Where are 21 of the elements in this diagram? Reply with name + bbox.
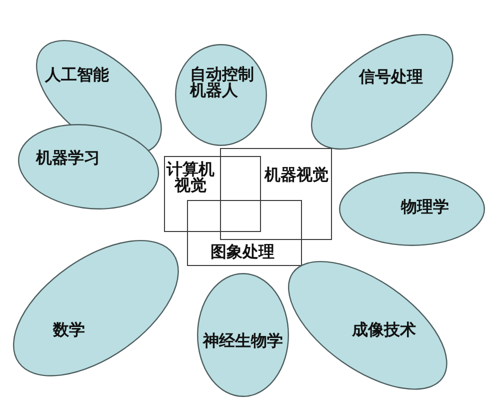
node-label: 信号处理 <box>358 68 423 85</box>
concept-rectangle <box>187 200 302 266</box>
concept-rectangle <box>220 148 332 240</box>
topic-ellipse <box>310 34 454 150</box>
topic-ellipse <box>288 260 448 390</box>
node-label: 机器学习 <box>36 150 100 166</box>
topic-ellipse <box>339 172 485 246</box>
topic-ellipse <box>175 44 267 146</box>
topic-ellipse <box>18 124 160 210</box>
concept-rectangle <box>164 156 261 232</box>
node-label: 机器视觉 <box>264 166 329 183</box>
node-label: 神经生物学 <box>203 333 283 349</box>
node-label: 图象处理 <box>210 244 275 260</box>
topic-ellipse <box>197 273 289 397</box>
node-label: 成像技术 <box>352 322 416 338</box>
node-label: 物理学 <box>401 199 449 215</box>
node-label: 计算机视觉 <box>166 161 215 194</box>
node-label: 人工智能 <box>44 66 109 83</box>
node-label: 自动控制机器人 <box>190 66 254 100</box>
node-label: 数学 <box>52 322 85 338</box>
topic-ellipse <box>13 240 179 376</box>
